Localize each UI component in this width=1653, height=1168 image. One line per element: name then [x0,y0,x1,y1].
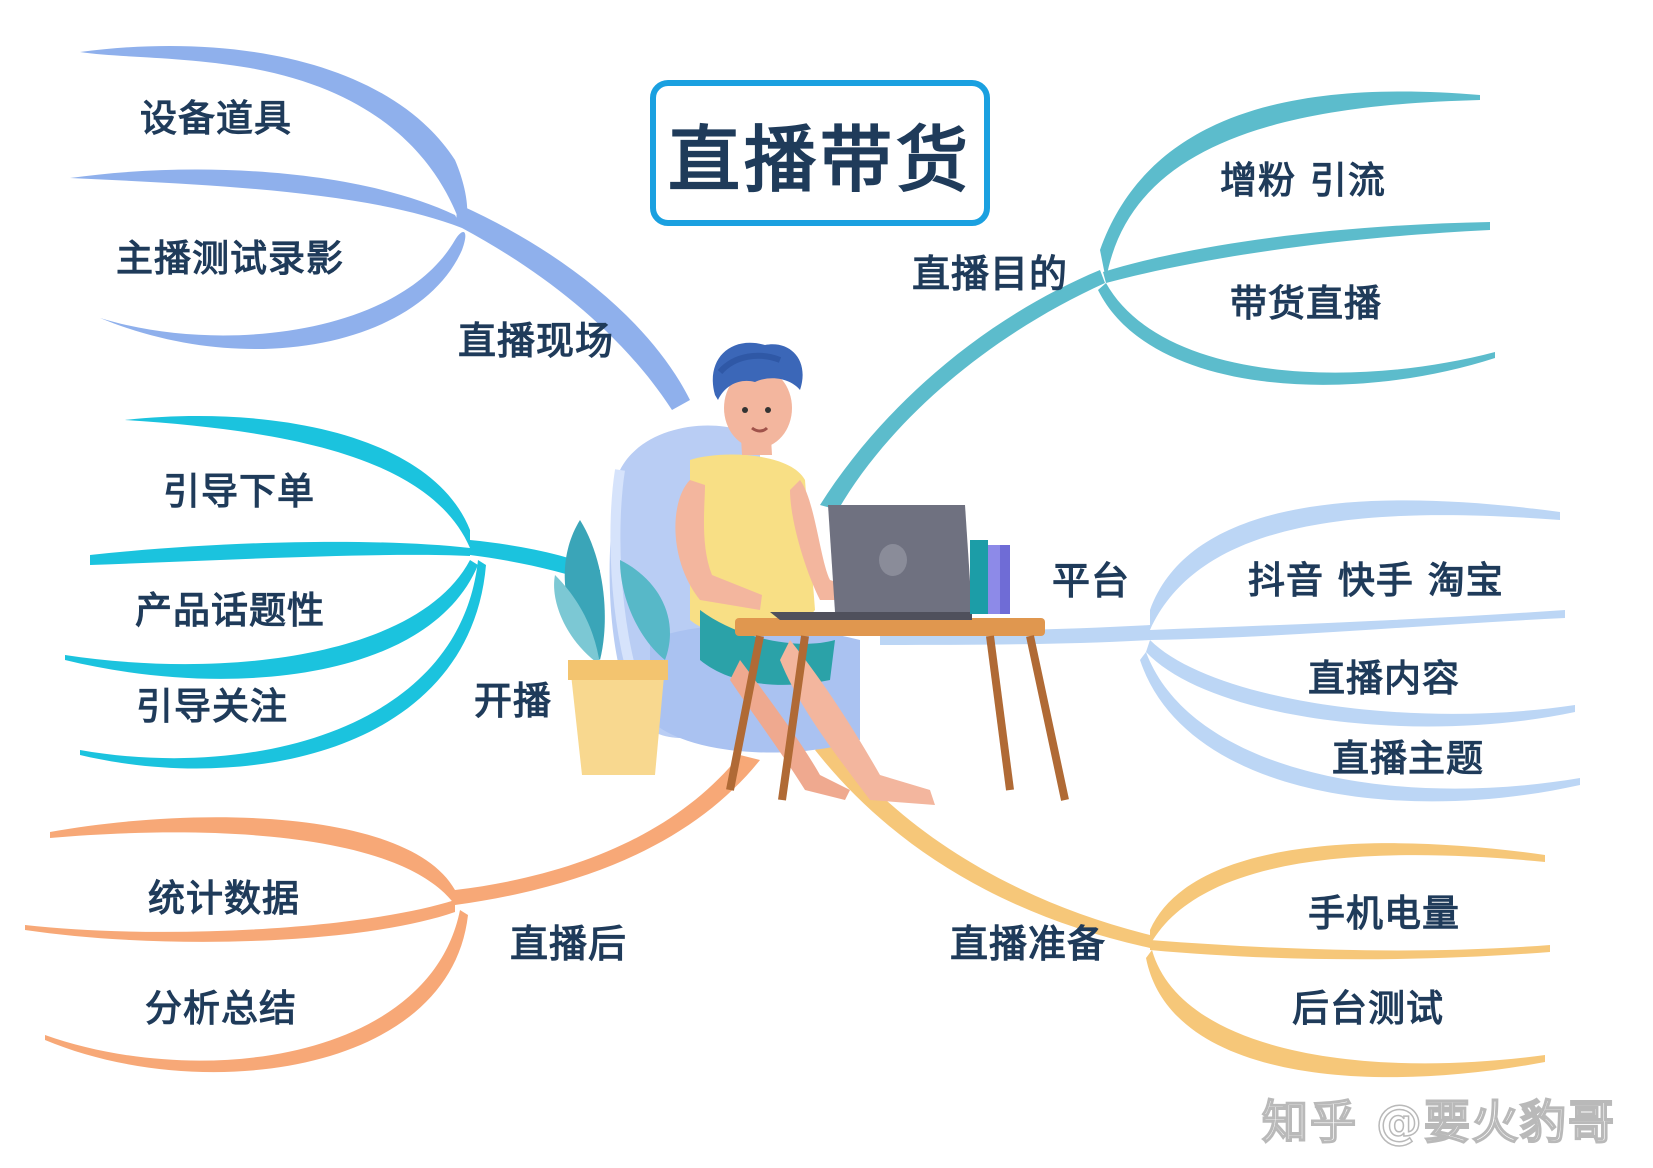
branch-scene-label: 直播现场 [458,319,615,363]
leaf-prep-0: 手机电量 [1308,892,1460,935]
branch-start-label: 开播 [474,679,553,723]
branch-after-lines [25,755,760,1073]
leaf-prep-1: 后台测试 [1292,987,1444,1030]
title-box: 直播带货 [650,80,990,226]
person-with-laptop-illustration [554,342,1069,805]
leaf-start-0: 引导下单 [163,470,315,513]
watermark: 知乎 @要火豹哥 [1261,1094,1617,1150]
branch-scene-lines [70,45,690,410]
branch-prep-lines [815,740,1550,1078]
leaf-scene-0: 设备道具 [140,97,292,140]
branch-platform-label: 平台 [1052,559,1131,603]
leaf-platform-2: 直播主题 [1332,737,1484,780]
leaf-platform-1: 直播内容 [1308,657,1460,700]
leaf-after-0: 统计数据 [148,877,300,920]
leaf-start-1: 产品话题性 [135,589,325,632]
page-title: 直播带货 [667,117,972,202]
branch-purpose-lines [820,91,1495,510]
leaf-platform-0: 抖音 快手 淘宝 [1248,559,1504,602]
leaf-purpose-0: 增粉 引流 [1220,159,1386,202]
leaf-start-2: 引导关注 [136,685,288,728]
leaf-after-1: 分析总结 [145,987,297,1030]
branch-prep-label: 直播准备 [950,922,1107,966]
branch-after-label: 直播后 [510,922,628,966]
leaf-purpose-1: 带货直播 [1230,282,1382,325]
branch-purpose-label: 直播目的 [912,252,1069,296]
leaf-scene-1: 主播测试录影 [116,237,344,280]
